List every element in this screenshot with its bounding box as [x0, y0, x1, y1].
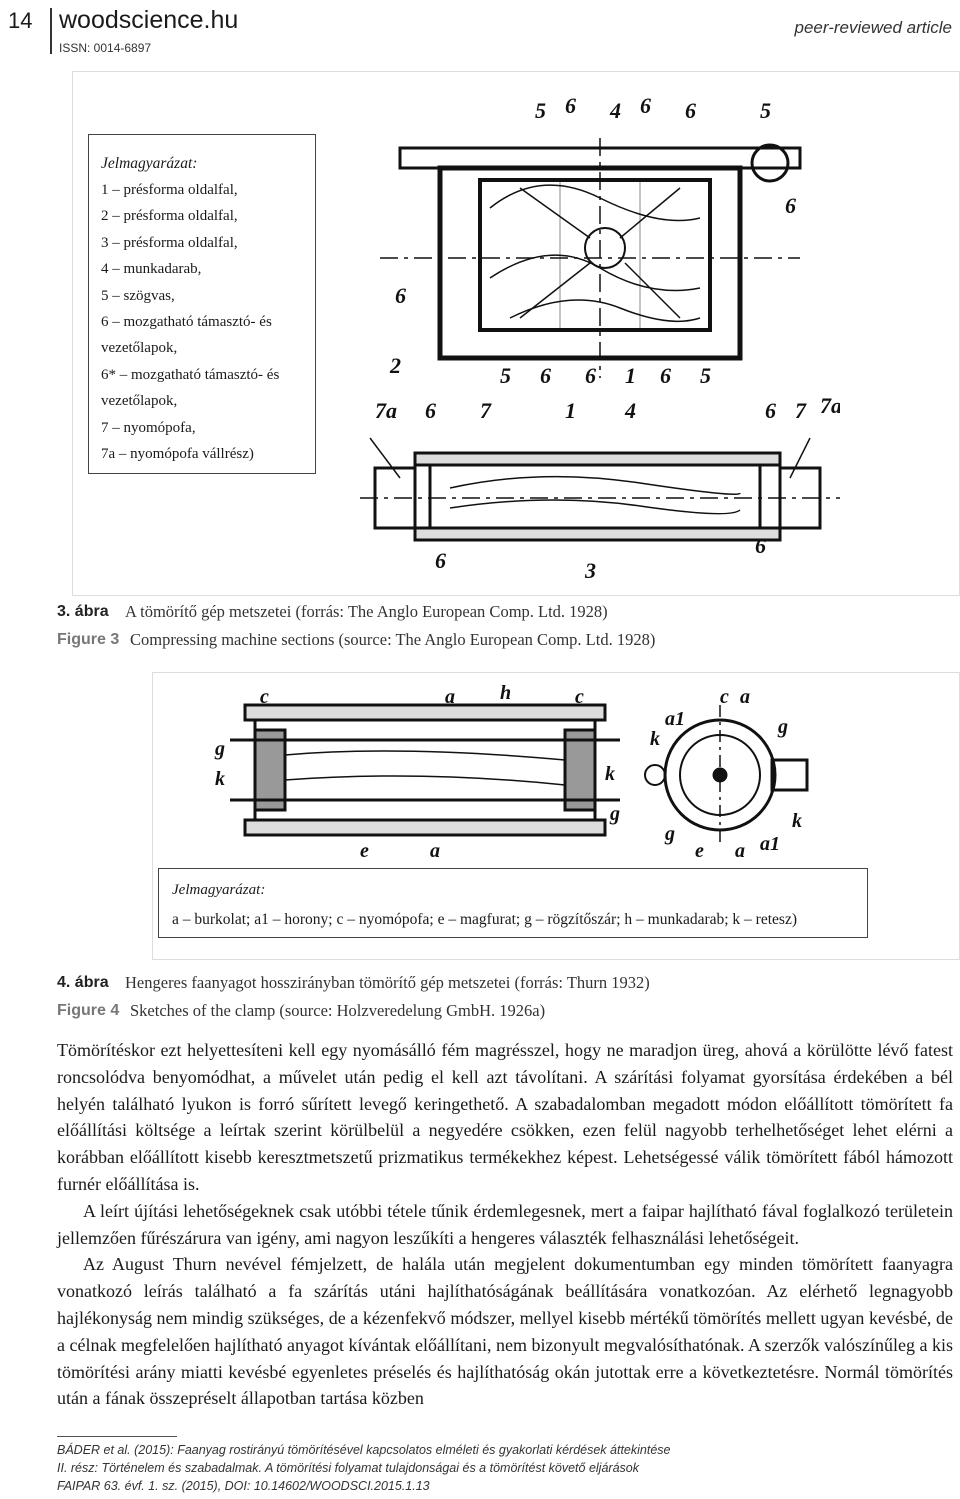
fig3-label: 2: [389, 353, 401, 378]
footer-citation-line-2: II. rész: Történelem és szabadalmak. A t…: [57, 1461, 639, 1475]
figure-4-label-en: Figure 4: [57, 1002, 120, 1019]
fig3-label: 4: [624, 398, 636, 423]
fig4-label: a: [735, 840, 745, 862]
legend-item: 2 – présforma oldalfal,: [101, 208, 238, 225]
fig3-label: 6: [685, 98, 696, 123]
paragraph: A leírt újítási lehetőségeknek csak utób…: [57, 1200, 953, 1248]
legend-item: vezetőlapok,: [101, 340, 178, 357]
fig3-label: 6: [765, 398, 776, 423]
fig3-label: 6: [660, 363, 671, 388]
fig4-label: k: [650, 728, 660, 750]
fig4-label: a: [445, 686, 455, 708]
fig3-label: 6: [755, 533, 766, 558]
fig4-label: k: [605, 763, 615, 785]
fig3-label: 5: [535, 98, 546, 123]
fig4-label: g: [664, 823, 675, 845]
fig4-label: c: [720, 686, 729, 708]
fig4-label: e: [695, 840, 704, 862]
site-name[interactable]: woodscience.hu: [59, 6, 239, 34]
footer-citation-line-3: FAIPAR 63. évf. 1. sz. (2015), DOI: 10.1…: [57, 1479, 430, 1493]
legend-item: vezetőlapok,: [101, 393, 178, 410]
figure-3-legend: Jelmagyarázat: 1 – présforma oldalfal, 2…: [88, 134, 316, 474]
fig3-label: 6: [425, 398, 436, 423]
fig3-label: 7: [480, 398, 492, 423]
issn: ISSN: 0014-6897: [59, 41, 152, 55]
fig3-label: 6: [640, 93, 651, 118]
fig3-label: 1: [625, 363, 636, 388]
fig4-label: k: [215, 768, 225, 790]
legend-item: 6 – mozgatható támasztó- és: [101, 314, 272, 331]
figure-4-caption-en: Sketches of the clamp (source: Holzvered…: [130, 1001, 546, 1020]
legend-item: 1 – présforma oldalfal,: [101, 182, 238, 198]
fig4-label: g: [214, 738, 225, 760]
legend-title: Jelmagyarázat:: [101, 155, 198, 172]
footer-citation-line-1: BÁDER et al. (2015): Faanyag rostirányú …: [57, 1443, 671, 1457]
fig4-label: a1: [665, 708, 685, 730]
fig4-label: e: [360, 840, 369, 862]
paragraph: Tömörítéskor ezt helyettesíteni kell egy…: [57, 1040, 953, 1194]
fig3-label: 5: [760, 98, 771, 123]
fig3-label: 6: [540, 363, 551, 388]
legend-item: 4 – munkadarab,: [101, 261, 202, 278]
figure-4-caption-hu: Hengeres faanyagot hosszirányban tömörít…: [125, 973, 650, 992]
fig3-label: 6: [785, 193, 796, 218]
figure-3-drawing: 5 6 4 6 6 5 6 6 2 5 6 6 1 6 5 7a 6 7 1 4…: [360, 93, 840, 583]
figure-4-legend: Jelmagyarázat: a – burkolat; a1 – horony…: [158, 868, 868, 938]
article-type: peer-reviewed article: [794, 18, 952, 37]
figure-3-caption-hu: A tömörítő gép metszetei (forrás: The An…: [125, 602, 608, 621]
paragraph: Az August Thurn nevével fémjelzett, de h…: [57, 1254, 953, 1409]
figure-4-label-hu: 4. ábra: [57, 974, 109, 991]
footer-divider: [57, 1436, 177, 1437]
legend-item: 7 – nyomópofa,: [101, 419, 196, 436]
fig3-label: 7a: [375, 398, 397, 423]
fig3-label: 5: [500, 363, 511, 388]
fig3-label: 6: [435, 548, 446, 573]
figure-3-label-hu: 3. ábra: [57, 603, 109, 620]
fig3-label: 3: [584, 558, 596, 583]
fig3-label: 6: [585, 363, 596, 388]
legend-item: 7a – nyomópofa vállrész): [101, 446, 254, 463]
legend-item: 6* – mozgatható támasztó- és: [101, 366, 280, 383]
legend-title: Jelmagyarázat:: [172, 882, 266, 898]
fig3-label: 7: [795, 398, 807, 423]
legend-text: a – burkolat; a1 – horony; c – nyomópofa…: [172, 911, 797, 928]
fig3-label: 6: [565, 93, 576, 118]
page-number: 14: [8, 8, 33, 33]
fig4-label: g: [609, 803, 620, 825]
legend-item: 3 – présforma oldalfal,: [101, 234, 238, 251]
fig4-label: c: [260, 686, 269, 708]
fig4-label: a1: [760, 833, 780, 855]
figure-4-drawing: c a h c g k k g e a c a a1 g k k g e a a…: [214, 685, 809, 862]
body-text: Tömörítéskor ezt helyettesíteni kell egy…: [57, 1037, 953, 1412]
figure-3-label-en: Figure 3: [57, 631, 120, 648]
fig3-label: 7a: [820, 393, 840, 418]
fig4-label: k: [792, 810, 802, 832]
fig4-label: c: [575, 686, 584, 708]
fig4-label: h: [500, 685, 511, 704]
figure-3-caption-en: Compressing machine sections (source: Th…: [130, 630, 656, 649]
fig4-label: a: [740, 686, 750, 708]
fig3-label: 1: [565, 398, 576, 423]
fig3-label: 6: [395, 283, 406, 308]
fig4-label: a: [430, 840, 440, 862]
fig3-label: 4: [609, 98, 621, 123]
header-divider: [50, 8, 52, 54]
legend-item: 5 – szögvas,: [101, 287, 175, 304]
fig3-label: 5: [700, 363, 711, 388]
fig4-label: g: [777, 716, 788, 738]
